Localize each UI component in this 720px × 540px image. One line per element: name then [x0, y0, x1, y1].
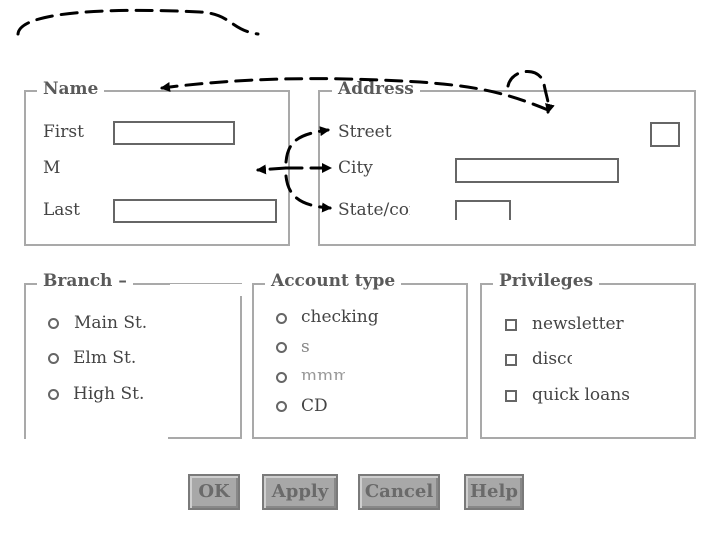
branch-elm-label: Elm St.: [73, 348, 137, 368]
state-field[interactable]: [455, 200, 511, 220]
account-type-legend: Account type: [265, 271, 402, 291]
account-checking-radio[interactable]: [276, 313, 287, 324]
first-name-field[interactable]: [113, 121, 235, 145]
branch-high-label: High St.: [73, 384, 145, 404]
top-scribble: [16, 8, 260, 36]
newsletter-checkbox[interactable]: [505, 319, 517, 331]
street-field[interactable]: [650, 122, 680, 147]
name-group-legend: Name: [37, 79, 105, 99]
branch-main-radio[interactable]: [48, 318, 59, 329]
quick-loans-label: quick loans: [532, 385, 630, 405]
branch-group-gap: [170, 284, 244, 296]
address-group-legend: Address: [332, 79, 420, 99]
account-savings-radio[interactable]: [276, 342, 287, 353]
account-mm-label: mmm: [301, 366, 345, 380]
newsletter-label: newsletter: [532, 314, 624, 334]
city-label: City: [338, 158, 373, 178]
help-button[interactable]: Help: [464, 474, 524, 510]
first-name-label: First: [43, 122, 84, 142]
quick-loans-checkbox[interactable]: [505, 390, 517, 402]
branch-elm-radio[interactable]: [48, 353, 59, 364]
ok-button[interactable]: OK: [188, 474, 240, 510]
branch-high-radio[interactable]: [48, 389, 59, 400]
middle-name-label: M: [43, 158, 61, 178]
address-to-name-arrow: [160, 77, 550, 112]
account-checking-label: checking: [301, 307, 379, 327]
account-cd-label: CD: [301, 396, 328, 416]
cancel-button[interactable]: Cancel: [358, 474, 440, 510]
address-loop: [506, 70, 555, 114]
discount-label: disco: [532, 349, 572, 369]
last-name-label: Last: [43, 200, 80, 220]
to-middle-arrow: [256, 164, 288, 175]
account-savings-label: s: [301, 337, 310, 357]
branch-group-bottom-gap: [26, 430, 168, 442]
privileges-legend: Privileges: [493, 271, 600, 291]
to-state-arrow: [284, 174, 332, 213]
discount-checkbox[interactable]: [505, 354, 517, 366]
city-field[interactable]: [455, 158, 619, 183]
branch-group-legend: Branch –: [37, 271, 133, 291]
last-name-field[interactable]: [113, 199, 277, 223]
state-country-label: State/cor: [338, 200, 410, 220]
account-cd-radio[interactable]: [276, 401, 287, 412]
street-label: Street: [338, 122, 392, 142]
branch-main-label: Main St.: [74, 313, 148, 333]
account-mm-radio[interactable]: [276, 372, 287, 383]
apply-button[interactable]: Apply: [262, 474, 338, 510]
to-street-arrow: [284, 126, 330, 164]
